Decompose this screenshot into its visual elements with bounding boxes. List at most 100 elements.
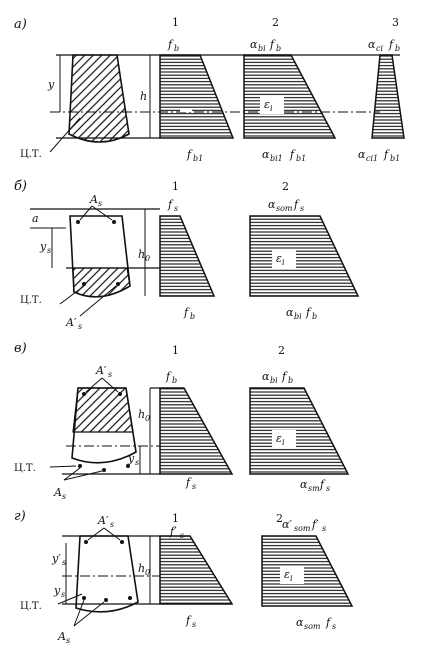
panel-b-col2-num: 2 (282, 180, 289, 193)
panel-b-col2-bottom2-sub: b (312, 312, 317, 321)
panel-a-col1-num: 1 (172, 16, 179, 29)
panel-a-col1-epure (159, 54, 235, 139)
panel-b-ys-sub: s (47, 246, 51, 255)
panel-b-letter: б) (14, 179, 27, 194)
panel-d-section (75, 535, 139, 613)
panel-b-col1-bottom: f (183, 306, 190, 319)
panel-a: а) y h Ц.Т. 1 f b f b1 2 α bi f b ε i (14, 16, 405, 163)
panel-a-col2-mid-sub: i (270, 104, 273, 113)
panel-b-h0-sub: 0 (145, 254, 150, 263)
panel-d-col2-bottom-sub: som (304, 622, 321, 631)
panel-d-col1-epure (159, 535, 234, 605)
panel-b-col1-bottom-sub: b (190, 312, 195, 321)
panel-d-col2-num: 2 (276, 512, 283, 525)
panel-d-letter: г) (14, 509, 26, 524)
panel-a-col1-top-sub: b (174, 44, 179, 53)
panel-b-col2-top: α (268, 198, 276, 211)
panel-b-col2-label-bg (272, 250, 296, 268)
panel-c-compression-zone (72, 387, 134, 433)
panel-b-h0-label: h (138, 248, 145, 261)
panel-d-h0-label: h (138, 562, 145, 575)
panel-d-col2-mid: ε (284, 568, 290, 581)
panel-b-as-sub: s (98, 199, 102, 208)
panel-b-a-label: a (32, 212, 39, 225)
panel-c-ys-sub: s (135, 458, 139, 467)
panel-d: г) y′ s h 0 y s A′ s Ц.Т. A s 1 f′ s f s (14, 509, 354, 645)
panel-c-h0-sub: 0 (145, 414, 150, 423)
panel-c-as2-label: A′ (95, 364, 107, 377)
panel-c-col1-num: 1 (172, 344, 179, 357)
panel-a-col2-label-bg (260, 96, 284, 114)
panel-c-col1-top-sub: b (172, 376, 177, 385)
panel-b-ys-label: y (39, 240, 47, 253)
panel-a-col1-bottom: f (186, 148, 193, 161)
panel-c-col2-epure (249, 387, 350, 475)
panel-a-col2-top-sub: bi (258, 44, 266, 53)
panel-d-as-label: A (57, 630, 66, 643)
panel-a-letter: а) (14, 17, 27, 32)
panel-a-col3-epure (371, 54, 405, 139)
panel-c-ct-label: Ц.Т. (14, 463, 36, 474)
panel-a-col2-bottom-sub: bi1 (270, 154, 283, 163)
panel-b-col1-num: 1 (172, 180, 179, 193)
panel-c-col2-mid: ε (276, 432, 282, 445)
panel-d-col1-top: f′ (169, 525, 177, 538)
panel-d-col2-mid-sub: i (290, 574, 293, 583)
panel-c-col2-top-sub: bi (270, 376, 278, 385)
panel-d-col1-bottom-sub: s (192, 620, 196, 629)
panel-c-as-sub: s (62, 492, 66, 501)
panel-d-col2-epure (261, 535, 354, 607)
panel-c-letter: в) (14, 341, 27, 356)
panel-d-col1-bottom: f (185, 614, 192, 627)
panel-b-col2-bottom2: f (305, 306, 312, 319)
panel-a-y-label: y (47, 78, 55, 91)
panel-a-col2-bottom: α (262, 148, 270, 161)
panel-a-col1-top: f (167, 38, 174, 51)
panel-c-col1-bottom-sub: s (192, 482, 196, 491)
panel-a-col2-top: α (250, 38, 258, 51)
panel-b-as2-sub: s (78, 322, 82, 331)
panel-c-col2-top2-sub: b (288, 376, 293, 385)
panel-a-col2-top2: f (269, 38, 276, 51)
panel-d-col2-top-sub: som (294, 524, 311, 533)
panel-b: б) a y s h 0 A s Ц.Т. A′ s 1 f s f b 2 (14, 179, 360, 331)
panel-b-col2-top2-sub: s (300, 204, 304, 213)
panel-d-col1-num: 1 (172, 512, 179, 525)
panel-d-ys2-label: y′ (51, 552, 61, 565)
panel-c-col2-bottom-sub: sm (308, 484, 320, 493)
panel-d-h0-sub: 0 (145, 568, 150, 577)
panel-b-col2-epure (249, 215, 360, 297)
panel-a-col3-num: 3 (392, 16, 399, 29)
panel-a-col3-top2: f (388, 38, 395, 51)
panel-a-col1-bottom-sub: b1 (193, 154, 203, 163)
panel-c-as2-sub: s (108, 370, 112, 379)
panel-b-as2-label: A′ (65, 316, 77, 329)
panel-c-col2-mid-sub: i (282, 438, 285, 447)
panel-c: в) h 0 y s A′ s Ц.Т. A s 1 f b f s 2 α (14, 341, 350, 501)
panel-a-col3-top2-sub: b (395, 44, 400, 53)
panel-d-ys2-sub: s (62, 558, 66, 567)
panel-a-col2-bottom2-sub: b1 (296, 154, 306, 163)
panel-a-col1-mark (180, 108, 192, 112)
panel-c-col1-epure (159, 387, 234, 475)
panel-b-compression-zone (72, 267, 131, 298)
panel-d-ys-label: y (53, 584, 61, 597)
panel-d-as-sub: s (66, 636, 70, 645)
panel-d-col2-top2: f′ (311, 518, 319, 531)
panel-b-col2-top-sub: som (276, 204, 293, 213)
panel-b-col2-mid: ε (276, 252, 282, 265)
panel-c-ys-label: y (127, 452, 135, 465)
panel-d-ys-sub: s (61, 590, 65, 599)
panel-a-col2-bottom2: f (289, 148, 296, 161)
panel-d-col2-top: α′ (282, 518, 292, 531)
panel-a-col3-bottom-sub: ci1 (366, 154, 378, 163)
panel-d-as2-label: A′ (97, 514, 109, 527)
panel-c-h0-label: h (138, 408, 145, 421)
panel-c-section (71, 387, 137, 464)
panel-a-ct-label: Ц.Т. (20, 149, 42, 160)
panel-b-col2-mid-sub: i (282, 258, 285, 267)
panel-c-col2-label-bg (272, 430, 296, 448)
panel-b-col1-epure (159, 215, 216, 297)
panel-b-col2-bottom-sub: bi (294, 312, 302, 321)
